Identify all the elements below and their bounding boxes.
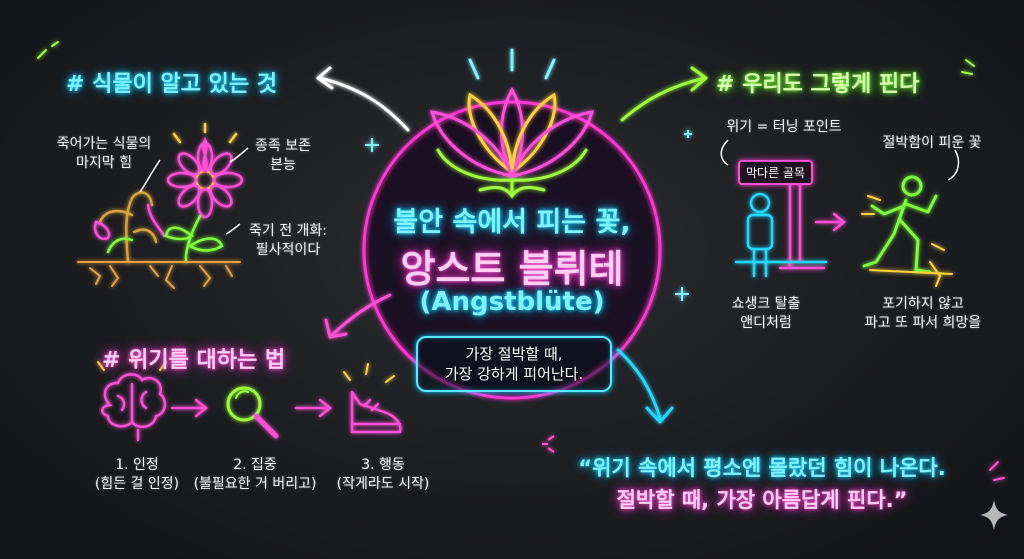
signpost-icon [778, 183, 826, 270]
label-bloom-line1: 죽기 전 개화: [248, 223, 328, 239]
label-shawshank: 쇼생크 탈출 앤디처럼 [716, 295, 816, 333]
center-bubble-line2: 가장 강하게 피어난다. [444, 365, 584, 383]
label-keep-digging-line2: 파고 또 파서 희망을 [864, 315, 982, 331]
ground-icon [77, 261, 241, 289]
magnifier-icon [226, 386, 279, 439]
label-species-line1: 종족 보존 [255, 138, 311, 154]
deadend-sign: 막다른 골목 [738, 160, 814, 185]
label-keep-digging-line1: 포기하지 않고 [882, 296, 964, 312]
label-crisis-turning-point: 위기 = 터닝 포인트 [726, 119, 842, 135]
center-bubble: 가장 절박할 때, 가장 강하게 피어난다. [416, 336, 612, 392]
person-running-icon [861, 175, 953, 287]
center-bubble-line1: 가장 절박할 때, [465, 345, 563, 363]
label-desperation-flower: 절박함이 피운 꽃 [882, 135, 982, 151]
arrow-to-plants [318, 76, 410, 132]
center-circle [362, 100, 662, 400]
crisis-header: # 위기를 대하는 법 [102, 348, 286, 373]
flower-icon [164, 122, 244, 264]
us-header: # 우리도 그렇게 핀다 [716, 72, 920, 97]
label-shawshank-line2: 앤디처럼 [740, 315, 792, 331]
label-dying-plant: 죽어가는 식물의 마지막 힘 [34, 135, 174, 173]
person-standing-icon [746, 192, 774, 278]
step-2-title: 2. 집중 [233, 457, 277, 473]
step-3: 3. 행동 (작게라도 시작) [318, 456, 448, 494]
arrow-right-icon [814, 212, 847, 232]
label-dying-plant-line2: 마지막 힘 [76, 155, 132, 171]
label-dying-plant-line1: 죽어가는 식물의 [56, 136, 152, 152]
center-title-korean: 앙스트 블뤼테 [400, 247, 624, 291]
step-3-title: 3. 행동 [361, 457, 405, 473]
label-shawshank-line1: 쇼생크 탈출 [731, 296, 801, 312]
arrow-to-us [620, 76, 707, 122]
step-3-desc: (작게라도 시작) [336, 476, 430, 492]
plants-header: # 식물이 알고 있는 것 [66, 72, 277, 97]
step-1: 1. 인정 (힘든 걸 인정) [72, 456, 202, 494]
quote-line2: 절박할 때, 가장 아름답게 핀다.” [616, 488, 908, 512]
label-keep-digging: 포기하지 않고 파고 또 파서 희망을 [838, 295, 1008, 333]
lotus-icon [429, 48, 595, 199]
shoe-icon [343, 363, 402, 434]
label-species-line2: 본능 [270, 157, 296, 173]
center-title-english: (Angstblüte) [419, 287, 605, 317]
center-title-line1: 불안 속에서 피는 꽃, [393, 207, 631, 238]
step-2-desc: (불필요한 거 버리고) [193, 476, 317, 492]
wilting-plant-icon [93, 191, 166, 264]
brain-icon [97, 353, 167, 442]
quote-line1: “위기 속에서 평소엔 몰랐던 힘이 나온다. [578, 456, 946, 480]
step-arrow-2-icon [294, 398, 333, 418]
arrow-to-quote [616, 348, 662, 420]
step-1-title: 1. 인정 [115, 457, 159, 473]
step-2: 2. 집중 (불필요한 거 버리고) [180, 456, 330, 494]
label-bloom-before-death: 죽기 전 개화: 필사적이다 [228, 222, 348, 260]
label-species: 종족 보존 본능 [238, 137, 328, 175]
step-1-desc: (힘든 걸 인정) [94, 476, 180, 492]
arrow-to-crisis [330, 293, 392, 337]
label-bloom-line2: 필사적이다 [255, 242, 321, 258]
step-arrow-1-icon [170, 398, 209, 418]
sparkle-icon [980, 500, 1008, 530]
